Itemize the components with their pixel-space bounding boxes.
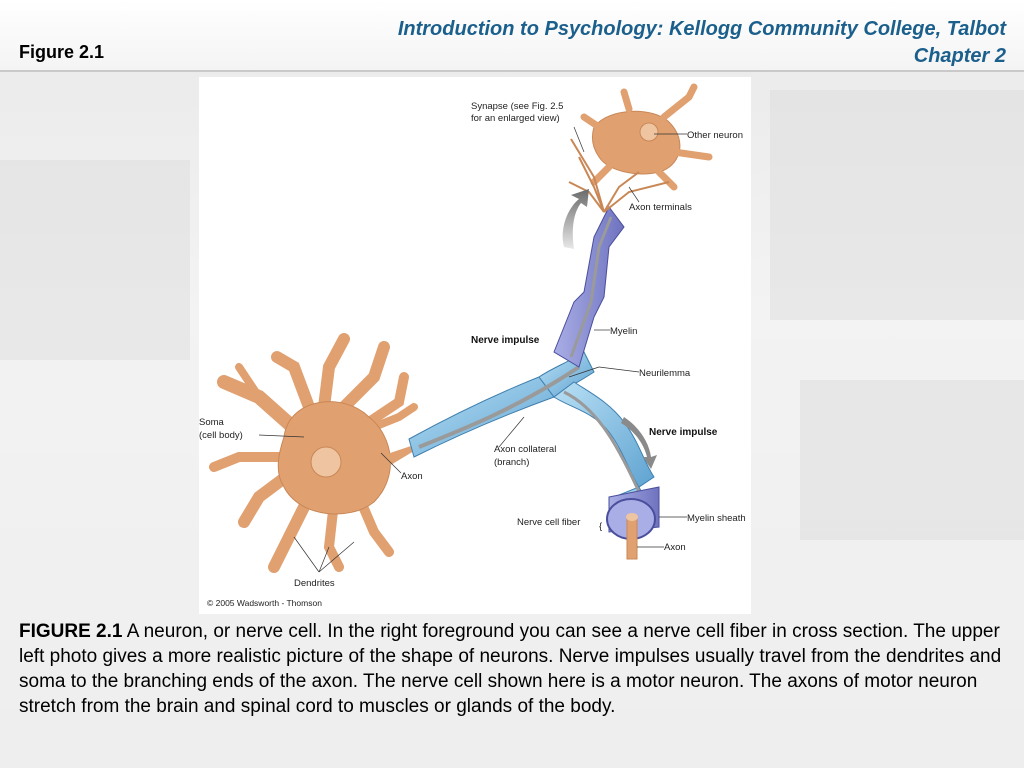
impulse-arrow-up (562, 189, 589, 249)
label-synapse-2: for an enlarged view) (471, 113, 560, 124)
figure-copyright: © 2005 Wadsworth - Thomson (207, 598, 322, 608)
label-soma-2: (cell body) (199, 430, 243, 441)
figure-caption: FIGURE 2.1 A neuron, or nerve cell. In t… (19, 619, 1009, 719)
course-title: Introduction to Psychology: Kellogg Comm… (398, 16, 1006, 70)
neuron-diagram: Synapse (see Fig. 2.5 for an enlarged vi… (199, 83, 746, 608)
caption-text: A neuron, or nerve cell. In the right fo… (19, 621, 1002, 717)
slide-header: Figure 2.1 Introduction to Psychology: K… (0, 0, 1024, 72)
brace-glyph: { (599, 521, 602, 532)
caption-lead: FIGURE 2.1 (19, 621, 123, 642)
label-axon-collateral-2: (branch) (494, 457, 529, 468)
course-title-line2: Chapter 2 (913, 45, 1006, 67)
other-neuron (580, 83, 713, 191)
label-myelin: Myelin (610, 326, 637, 337)
nucleus (310, 446, 342, 478)
label-nerve-impulse-1: Nerve impulse (471, 335, 540, 346)
nerve-cell-fiber (606, 486, 660, 560)
label-axon-collateral-1: Axon collateral (494, 444, 556, 455)
background-shape (770, 90, 1024, 320)
label-other-neuron: Other neuron (687, 130, 743, 141)
axon-hillock (384, 445, 414, 469)
label-neurilemma: Neurilemma (639, 368, 691, 379)
label-myelin-sheath: Myelin sheath (687, 513, 746, 524)
neuron-figure: Synapse (see Fig. 2.5 for an enlarged vi… (199, 77, 751, 614)
background-shape (800, 380, 1024, 540)
label-axon-1: Axon (401, 471, 423, 482)
label-dendrites: Dendrites (294, 578, 335, 589)
figure-label: Figure 2.1 (19, 42, 105, 62)
label-synapse-1: Synapse (see Fig. 2.5 (471, 101, 563, 112)
leader-lines (258, 126, 687, 573)
label-axon-2: Axon (664, 542, 686, 553)
course-title-line1: Introduction to Psychology: Kellogg Comm… (397, 18, 1006, 40)
label-nerve-impulse-2: Nerve impulse (649, 427, 718, 438)
label-axon-terminals: Axon terminals (629, 202, 692, 213)
label-soma-1: Soma (199, 417, 225, 428)
label-nerve-cell-fiber: Nerve cell fiber (517, 517, 580, 528)
impulse-arrow-down (621, 417, 657, 469)
axon-main (408, 206, 625, 458)
background-shape (0, 160, 190, 360)
axon-terminals (568, 138, 670, 213)
